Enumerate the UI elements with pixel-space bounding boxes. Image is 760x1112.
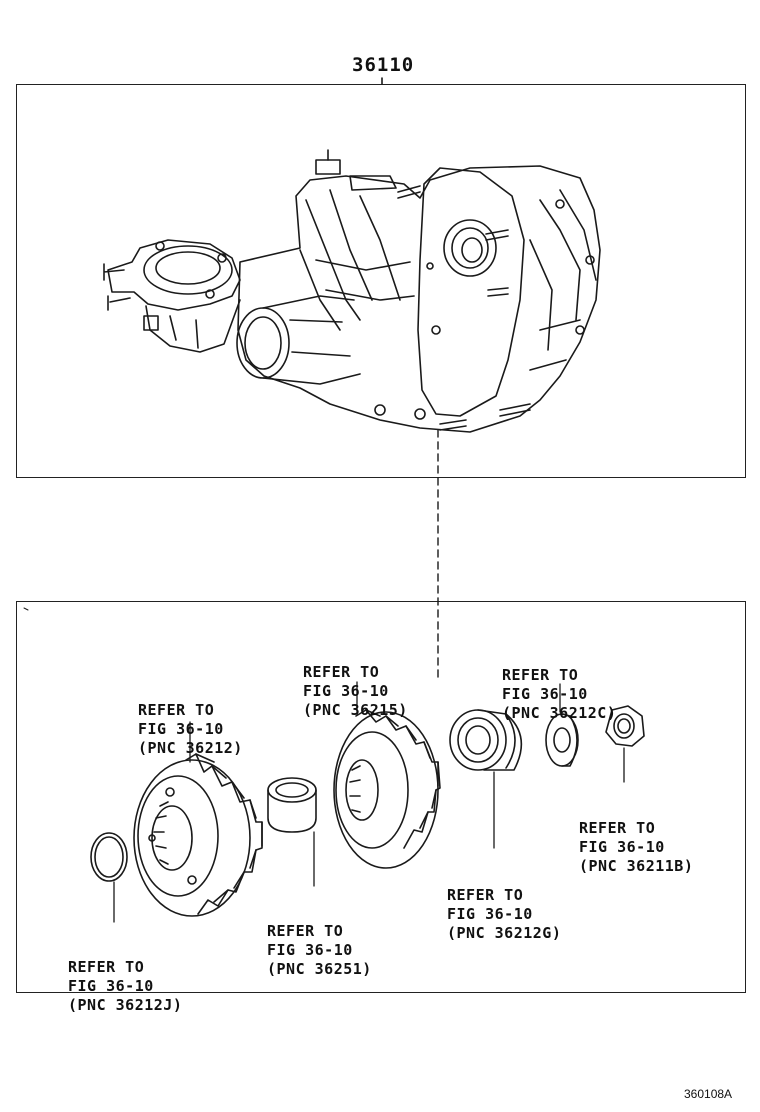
leader-lines: [113, 681, 625, 923]
assembly-frame: [16, 84, 746, 478]
thrust-washer-illustration: [545, 713, 579, 767]
components-frame: [16, 601, 746, 993]
bushing-illustration: [267, 777, 317, 833]
o-ring-illustration: [90, 832, 128, 882]
drive-gear-illustration: [133, 753, 263, 917]
driven-gear-illustration: [333, 709, 441, 869]
assembly-part-number: 36110: [352, 54, 415, 76]
transfer-case-assembly-illustration: [103, 149, 601, 433]
figure-code: 360108A: [684, 1087, 733, 1101]
lock-nut-illustration: [605, 705, 645, 747]
ball-bearing-illustration: [449, 709, 523, 771]
